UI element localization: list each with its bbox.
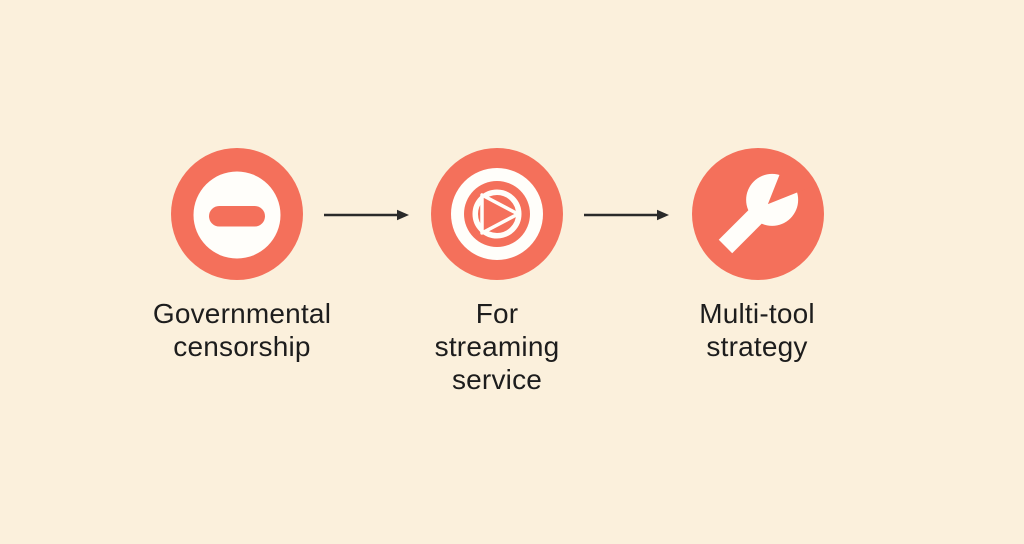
- step-3-icon: [688, 144, 828, 284]
- step-1-label-line: censorship: [173, 331, 311, 362]
- arrow-right-icon: [584, 209, 669, 221]
- step-2-label-line: streaming: [434, 331, 560, 362]
- step-2-label: For streaming service: [347, 297, 647, 396]
- step-2-label-line: service: [451, 364, 543, 395]
- play-icon: [431, 148, 563, 280]
- step-2-icon: [427, 144, 567, 284]
- step-1-label: Governmental censorship: [92, 297, 392, 363]
- step-2-label-line: For: [475, 298, 519, 329]
- step-3-label-line: Multi-tool: [699, 298, 815, 329]
- step-1-icon: [167, 144, 307, 284]
- step-3-label-line: strategy: [706, 331, 808, 362]
- step-3-label: Multi-tool strategy: [607, 297, 907, 363]
- arrow-right-icon: [324, 209, 409, 221]
- arrow-step1-to-step2: [323, 208, 411, 222]
- arrow-step2-to-step3: [583, 208, 671, 222]
- blocked-icon: [171, 148, 303, 280]
- step-1-label-line: Governmental: [152, 298, 332, 329]
- wrench-icon: [692, 148, 824, 280]
